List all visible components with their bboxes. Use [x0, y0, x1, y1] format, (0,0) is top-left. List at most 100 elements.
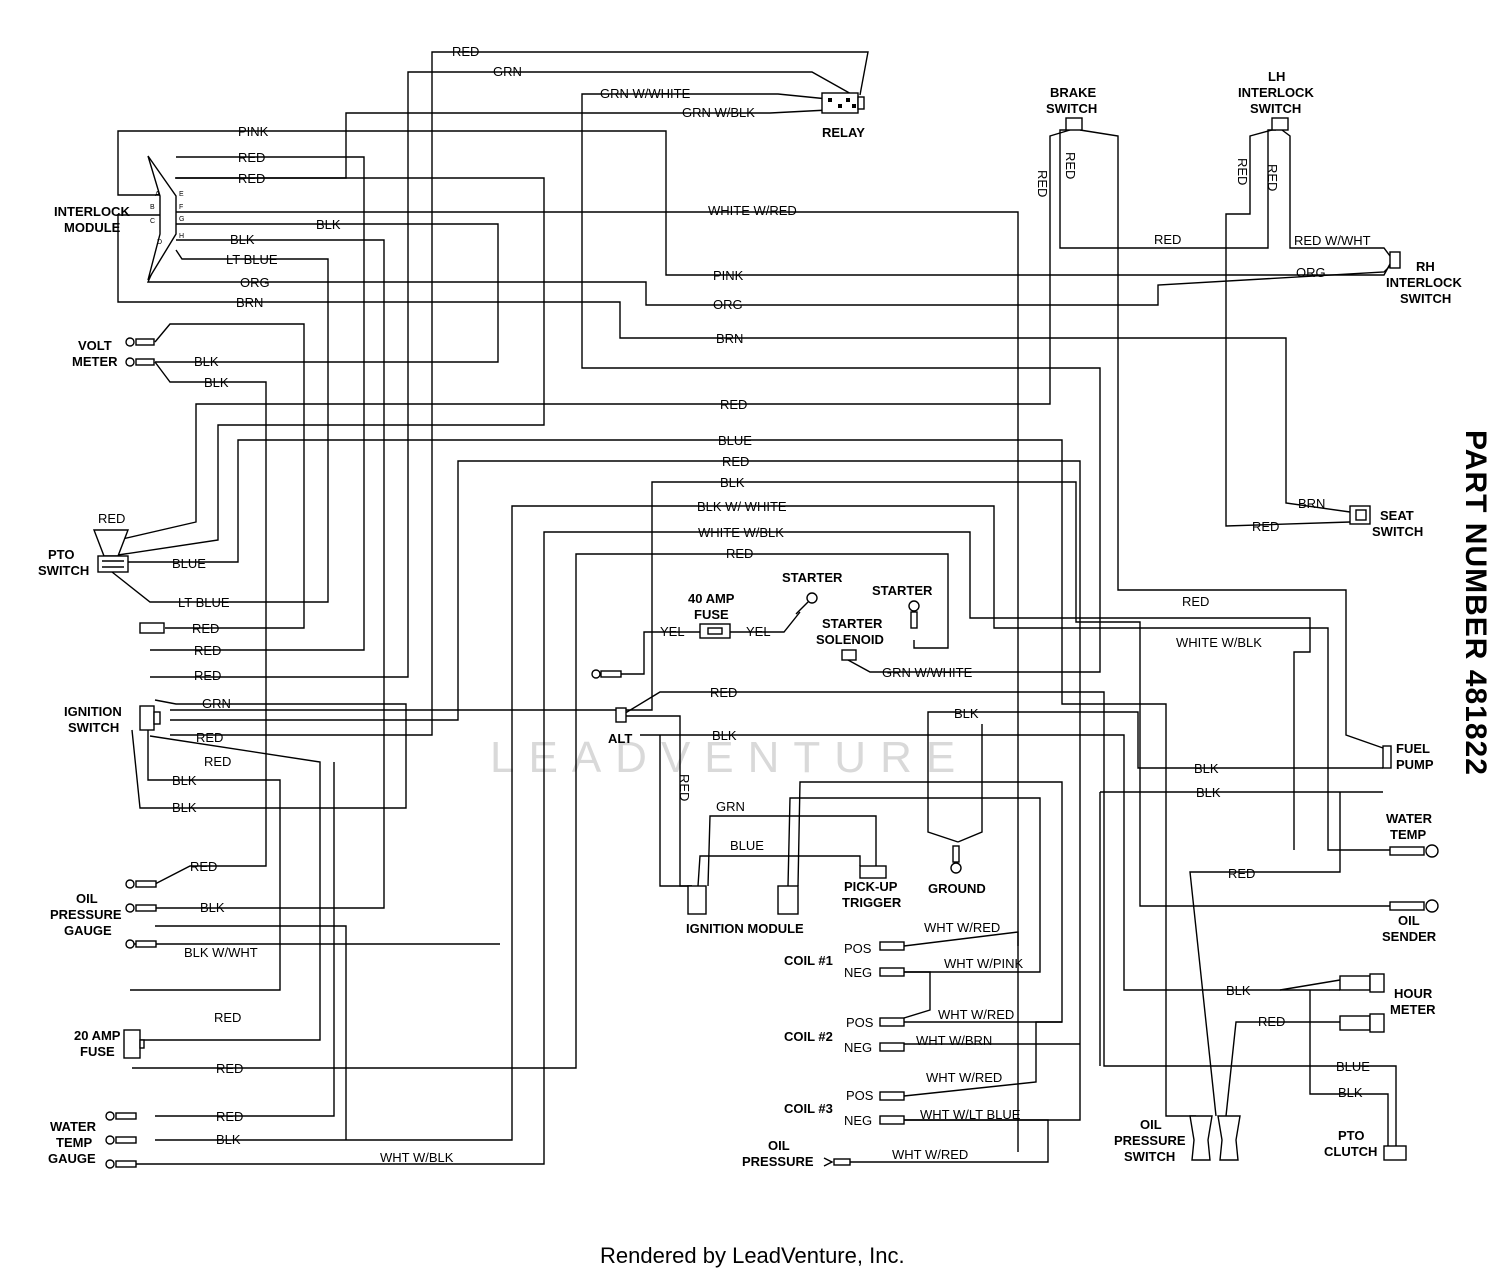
- wire-label-pto-lt-blue: LT BLUE: [178, 595, 230, 610]
- coil-1: COIL #1 POS NEG: [784, 941, 905, 980]
- pto-clutch: PTO CLUTCH: [1324, 1128, 1407, 1161]
- wire-label-c3-pos: WHT W/RED: [926, 1070, 1002, 1085]
- pickup-trigger-label-1: PICK-UP: [844, 879, 898, 894]
- wire-label-lh-red-v: RED: [1235, 158, 1250, 185]
- wire-label-gnd-blk: BLK: [954, 706, 979, 721]
- wire-label-seat-red: RED: [1252, 519, 1279, 534]
- wire-label-fuel-red: RED: [1182, 594, 1209, 609]
- wire-label-gauge-red: RED: [190, 859, 217, 874]
- wire-label-alt-blk: BLK: [712, 728, 737, 743]
- wire-label-fuse-red2: RED: [216, 1061, 243, 1076]
- wire-label-blk-mod2: BLK: [230, 232, 255, 247]
- oil-sender: OIL SENDER: [1382, 899, 1439, 944]
- wire-label-org-mid: ORG: [713, 297, 743, 312]
- wire-label-lh-red-v2: RED: [1265, 164, 1280, 191]
- lh-interlock-label-3: SWITCH: [1250, 101, 1301, 116]
- alt-label: ALT: [608, 731, 632, 746]
- wire-label-grn-w-blk: GRN W/BLK: [682, 105, 755, 120]
- wire-label-org: ORG: [240, 275, 270, 290]
- wire-label-red-2: RED: [238, 171, 265, 186]
- volt-meter: VOLT METER: [72, 337, 155, 369]
- coil-2-pos: POS: [846, 1015, 874, 1030]
- wire-label-ign-red1: RED: [194, 643, 221, 658]
- wire-label-pink-mid: PINK: [713, 268, 744, 283]
- coil-3-pos: POS: [846, 1088, 874, 1103]
- wire-label-red-top: RED: [452, 44, 479, 59]
- wire-label-alt-red-v: RED: [677, 774, 692, 801]
- wire-label-alt-red: RED: [710, 685, 737, 700]
- volt-meter-label-1: VOLT: [78, 338, 112, 353]
- wire-label-white-w-blk: WHITE W/BLK: [698, 525, 784, 540]
- watermark: LEADVENTURE: [490, 733, 969, 782]
- wire-label-blue-pick: BLUE: [730, 838, 764, 853]
- hour-meter-label-1: HOUR: [1394, 986, 1433, 1001]
- oil-pressure-switch-label-3: SWITCH: [1124, 1149, 1175, 1164]
- coil-2-neg: NEG: [844, 1040, 872, 1055]
- brake-switch-label-1: BRAKE: [1050, 85, 1097, 100]
- module-pin-h: H: [179, 233, 184, 240]
- wire-label-fuel-blk2: BLK: [1196, 785, 1221, 800]
- brake-switch-label-2: SWITCH: [1046, 101, 1097, 116]
- wire-label-lt-blue: LT BLUE: [226, 252, 278, 267]
- wire-label-pink: PINK: [238, 124, 269, 139]
- oil-pressure-gauge-label-1: OIL: [76, 891, 98, 906]
- fuse-40-amp-label-1: 40 AMP: [688, 591, 735, 606]
- pickup-trigger-label-2: TRIGGER: [842, 895, 902, 910]
- wire-label-blk-mod: BLK: [316, 217, 341, 232]
- wire-label-fuel-blk1: BLK: [1194, 761, 1219, 776]
- fuel-pump: FUEL PUMP: [1382, 741, 1434, 772]
- ignition-module: IGNITION MODULE: [686, 885, 804, 936]
- wire-label-blue-long: BLUE: [718, 433, 752, 448]
- wire-label-pto-cl-blk: BLK: [1338, 1085, 1363, 1100]
- red-terminal: [139, 622, 165, 634]
- water-temp-gauge-label-3: GAUGE: [48, 1151, 96, 1166]
- module-pin-e: E: [179, 191, 184, 198]
- seat-switch: SEAT SWITCH: [1349, 505, 1423, 539]
- wire-label-volt-blk2: BLK: [204, 375, 229, 390]
- coil-1-neg: NEG: [844, 965, 872, 980]
- wire-label-yel1: YEL: [660, 624, 685, 639]
- water-temp-gauge: WATER TEMP GAUGE: [48, 1111, 137, 1169]
- starter-solenoid-label-2: SOLENOID: [816, 632, 884, 647]
- coil-3-neg: NEG: [844, 1113, 872, 1128]
- wire-label-org-rh: ORG: [1296, 265, 1326, 280]
- pto-clutch-label-1: PTO: [1338, 1128, 1365, 1143]
- ignition-module-label: IGNITION MODULE: [686, 921, 804, 936]
- wire-label-hm-blk: BLK: [1226, 983, 1251, 998]
- module-pin-a: A: [155, 191, 160, 198]
- wire-label-red-long: RED: [720, 397, 747, 412]
- fuse-20-amp-label-1: 20 AMP: [74, 1028, 121, 1043]
- coil-1-label: COIL #1: [784, 953, 833, 968]
- module-pin-f: F: [179, 204, 183, 211]
- oil-sender-label-2: SENDER: [1382, 929, 1437, 944]
- water-temp-gauge-label-1: WATER: [50, 1119, 97, 1134]
- wire-label-fuel-white-w-blk: WHITE W/BLK: [1176, 635, 1262, 650]
- rh-interlock-label-1: RH: [1416, 259, 1435, 274]
- pickup-trigger: PICK-UP TRIGGER: [842, 865, 902, 910]
- volt-meter-label-2: METER: [72, 354, 118, 369]
- oil-pressure-gauge-label-2: PRESSURE: [50, 907, 122, 922]
- wire-label-red-term: RED: [192, 621, 219, 636]
- coil-1-pos: POS: [844, 941, 872, 956]
- wire-label-ign-grn: GRN: [202, 696, 231, 711]
- rh-interlock-switch: RH INTERLOCK SWITCH: [1386, 251, 1462, 306]
- oil-pressure-gauge: OIL PRESSURE GAUGE: [50, 879, 157, 949]
- oil-pressure-label-2: PRESSURE: [742, 1154, 814, 1169]
- wires: [111, 51, 1420, 1165]
- wire-label-brn: BRN: [236, 295, 263, 310]
- wire-label-gauge-blk-w-wht: BLK W/WHT: [184, 945, 258, 960]
- fuse-20-amp: 20 AMP FUSE: [74, 1028, 145, 1059]
- pto-clutch-label-2: CLUTCH: [1324, 1144, 1377, 1159]
- wire-label-pto-red: RED: [98, 511, 125, 526]
- alternator: ALT: [608, 707, 632, 746]
- module-pin-g: G: [179, 216, 184, 223]
- brake-switch: BRAKE SWITCH: [1046, 85, 1097, 131]
- ignition-switch-label-2: SWITCH: [68, 720, 119, 735]
- oil-pressure-gauge-label-3: GAUGE: [64, 923, 112, 938]
- wire-label-red-long3: RED: [726, 546, 753, 561]
- wire-label-c3-neg: WHT W/LT BLUE: [920, 1107, 1021, 1122]
- fuse-40-amp-label-2: FUSE: [694, 607, 729, 622]
- wire-label-pto-cl-blue: BLUE: [1336, 1059, 1370, 1074]
- hour-meter: HOUR METER: [1339, 973, 1436, 1033]
